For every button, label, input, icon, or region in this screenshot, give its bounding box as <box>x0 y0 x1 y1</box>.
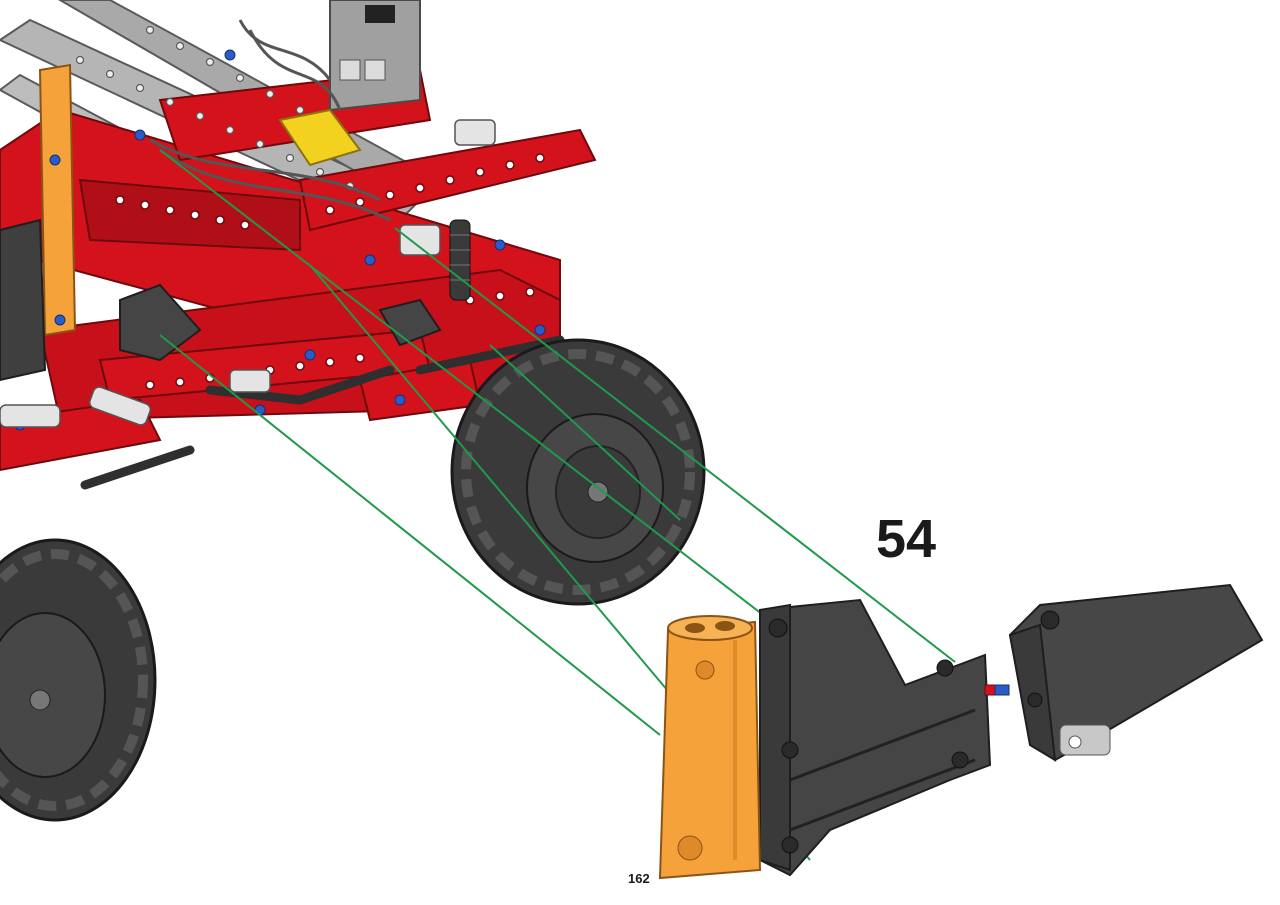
new-parts <box>658 583 1264 880</box>
orange-connector-tube <box>658 615 762 880</box>
connector-pins <box>984 684 1010 696</box>
page-number: 162 <box>628 871 650 886</box>
receiver-box <box>329 0 421 112</box>
shock-absorber <box>449 219 471 301</box>
motor-block <box>0 218 47 382</box>
gray-beam-holes <box>75 25 355 191</box>
orange-beam <box>38 63 77 337</box>
dark-gray-panel <box>759 598 992 877</box>
wheel <box>0 538 157 822</box>
yellow-part <box>278 108 362 167</box>
vehicle-assembly <box>0 0 706 822</box>
dark-bracket <box>119 283 442 362</box>
dark-gray-fin-panel <box>1008 583 1264 762</box>
cables <box>149 19 391 222</box>
steering-link <box>80 335 565 490</box>
light-gray-connectors <box>0 119 496 428</box>
step-number: 54 <box>876 509 937 569</box>
